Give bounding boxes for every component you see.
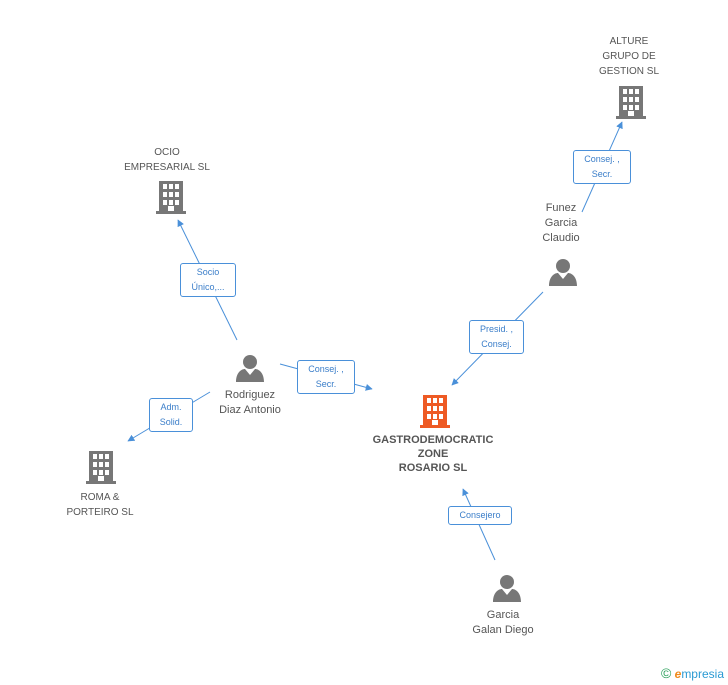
edge-label-funez-center[interactable]: Presid. , Consej. <box>469 320 524 354</box>
edge-label-rodriguez-roma[interactable]: Adm. Solid. <box>149 398 193 432</box>
edges <box>127 121 623 561</box>
person-label-line: Claudio <box>542 232 580 244</box>
main-company-label-line: GASTRODEMOCRATIC <box>372 434 494 446</box>
edge-label-funez-altura[interactable]: Consej. , Secr. <box>573 150 631 184</box>
edge-label-line: Adm. <box>160 402 182 412</box>
person-label-garcia[interactable]: Garcia Galan Diego <box>457 608 549 638</box>
edge-label-garcia-center[interactable]: Consejero <box>448 506 512 525</box>
person-label-rodriguez[interactable]: Rodriguez Diaz Antonio <box>198 388 302 418</box>
person-label-funez[interactable]: Funez Garcia Claudio <box>521 201 601 246</box>
company-label-line: GRUPO DE <box>602 51 656 62</box>
company-label-line: ROMA & <box>80 492 120 503</box>
brand-logo-e: e <box>674 667 682 681</box>
company-label-ocio[interactable]: OCIO EMPRESARIAL SL <box>112 145 222 175</box>
company-label-line: GESTION SL <box>598 66 659 77</box>
company-label-line: ALTURE <box>609 36 649 47</box>
edge-label-line: Secr. <box>315 379 337 389</box>
person-icon[interactable] <box>492 574 522 602</box>
person-label-line: Funez <box>545 202 577 214</box>
person-icon[interactable] <box>235 354 265 382</box>
edge-label-line: Único,... <box>191 282 225 292</box>
brand-logo-text: mpresia <box>681 667 724 681</box>
company-label-roma[interactable]: ROMA & PORTEIRO SL <box>50 490 150 520</box>
building-icon[interactable] <box>156 180 186 214</box>
person-label-line: Galan Diego <box>472 624 534 636</box>
building-icon[interactable] <box>86 450 116 484</box>
person-label-line: Garcia <box>486 609 520 621</box>
company-label-line: OCIO <box>154 147 180 158</box>
edge-label-line: Presid. , <box>479 324 513 334</box>
edge-label-rodriguez-ocio[interactable]: Socio Único,... <box>180 263 236 297</box>
copyright-symbol: © <box>660 665 672 681</box>
main-company-label-line: ROSARIO SL <box>398 462 468 474</box>
edge-label-line: Consej. <box>481 339 512 349</box>
person-label-line: Garcia <box>544 217 578 229</box>
person-label-line: Rodriguez <box>224 389 276 401</box>
main-company-label[interactable]: GASTRODEMOCRATIC ZONE ROSARIO SL <box>363 433 503 475</box>
company-label-altura[interactable]: ALTURE GRUPO DE GESTION SL <box>584 34 674 79</box>
company-label-line: PORTEIRO SL <box>66 507 134 518</box>
main-company-label-line: ZONE <box>417 448 449 460</box>
edge-label-line: Secr. <box>591 169 613 179</box>
main-company-building-icon[interactable] <box>420 394 450 428</box>
edge-label-line: Consej. , <box>308 364 344 374</box>
person-label-line: Diaz Antonio <box>219 404 281 416</box>
brand-footer: © empresia <box>661 665 724 681</box>
edge-label-line: Solid. <box>159 417 183 427</box>
company-label-line: EMPRESARIAL SL <box>124 162 210 173</box>
edge-label-rodriguez-center[interactable]: Consej. , Secr. <box>297 360 355 394</box>
edge-label-line: Consejero <box>459 510 501 520</box>
edge-label-line: Socio <box>196 267 220 277</box>
building-icon[interactable] <box>616 85 646 119</box>
person-icon[interactable] <box>548 258 578 286</box>
edge-label-line: Consej. , <box>584 154 620 164</box>
